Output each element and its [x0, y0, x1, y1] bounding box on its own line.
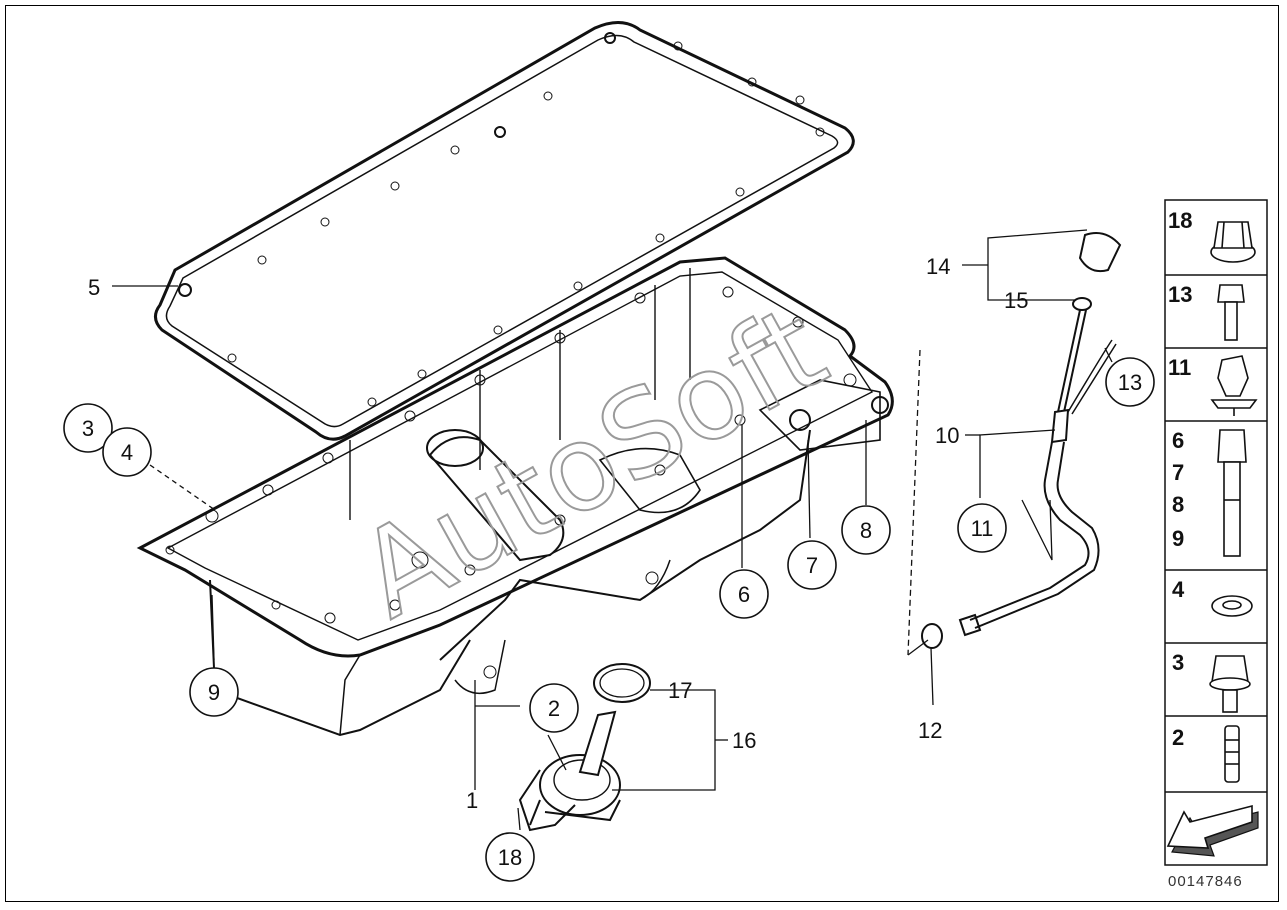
label-14: 14 [926, 254, 950, 279]
label-11: 11 [971, 516, 994, 541]
legend-label-8: 8 [1172, 492, 1184, 517]
label-8: 8 [860, 518, 872, 543]
label-12: 12 [918, 718, 942, 743]
legend-label-3: 3 [1172, 650, 1184, 675]
diagram-frame [5, 5, 1279, 902]
watermark-text: AutoSoft [337, 278, 847, 644]
legend-label-18: 18 [1168, 208, 1192, 233]
label-13: 13 [1118, 370, 1142, 395]
label-18: 18 [498, 845, 522, 870]
legend-label-9: 9 [1172, 526, 1184, 551]
collar-bolt-icon [1209, 655, 1251, 713]
label-10: 10 [935, 423, 959, 448]
label-1: 1 [466, 788, 478, 813]
oil-level-sensor-drawing [518, 663, 651, 832]
legend-label-4: 4 [1172, 577, 1185, 602]
label-3: 3 [82, 416, 94, 441]
label-2: 2 [548, 696, 560, 721]
washer-icon [1211, 595, 1253, 617]
reference-number: 00147846 [1168, 873, 1243, 890]
dipstick-assembly-drawing [921, 232, 1122, 649]
legend-label-2: 2 [1172, 725, 1184, 750]
circled-label-text: 3 4 9 6 7 8 11 13 2 18 [82, 370, 1142, 870]
long-bolt-icon [1217, 429, 1247, 557]
oil-pan-drawing [136, 256, 894, 737]
label-6: 6 [738, 582, 750, 607]
legend-label-13: 13 [1168, 282, 1192, 307]
clip-icon [1210, 355, 1258, 416]
stud-icon [1224, 725, 1240, 783]
label-5: 5 [88, 275, 100, 300]
label-4: 4 [121, 440, 133, 465]
label-7: 7 [806, 553, 818, 578]
plain-labels: 5 1 10 12 14 15 16 17 [88, 254, 1028, 813]
label-16: 16 [732, 728, 756, 753]
label-17: 17 [668, 678, 692, 703]
legend-label-7: 7 [1172, 460, 1184, 485]
gasket-part-drawing [154, 21, 855, 441]
label-15: 15 [1004, 288, 1028, 313]
hardware-legend: 18 13 11 6 7 8 9 4 [1164, 199, 1268, 866]
flange-nut-icon [1210, 221, 1256, 263]
legend-label-11: 11 [1168, 355, 1191, 380]
label-9: 9 [208, 680, 220, 705]
circled-labels [63, 357, 1155, 882]
hex-bolt-icon [1217, 284, 1245, 341]
legend-label-6: 6 [1172, 428, 1184, 453]
leader-lines [112, 229, 1113, 831]
arrow-left-down-icon [1166, 804, 1259, 857]
